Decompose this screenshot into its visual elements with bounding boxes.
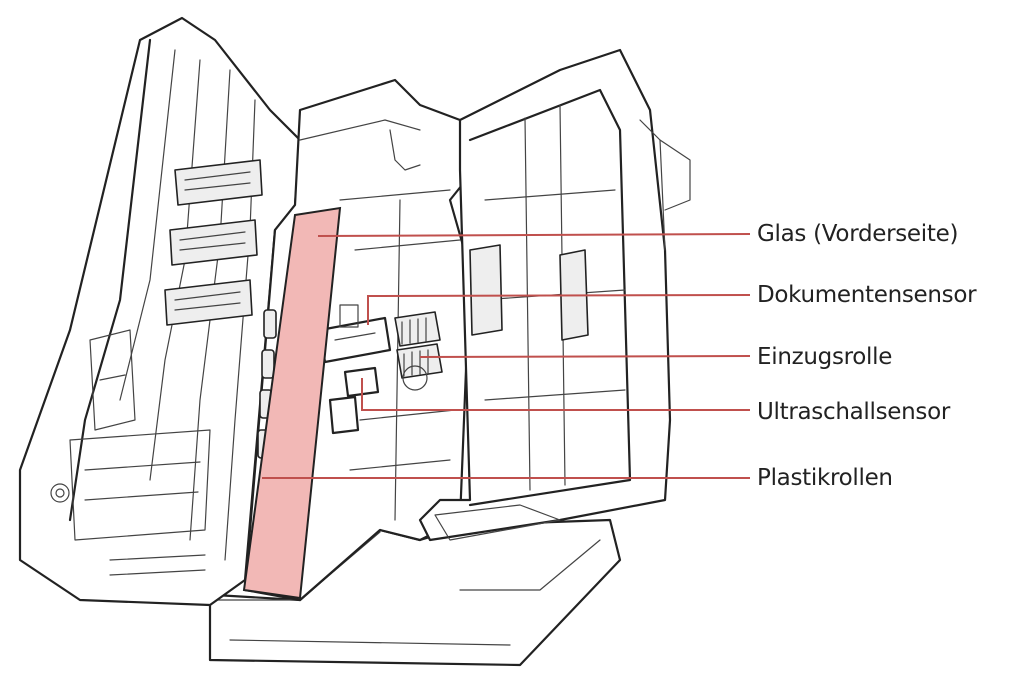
callout-label-plastikrollen: Plastikrollen bbox=[757, 464, 893, 492]
callout-label-einzugsrolle: Einzugsrolle bbox=[757, 343, 892, 371]
callout-label-dokumentensensor: Dokumentensensor bbox=[757, 281, 976, 309]
callout-label-glas: Glas (Vorderseite) bbox=[757, 220, 958, 248]
callout-label-ultraschallsensor: Ultraschallsensor bbox=[757, 398, 950, 426]
cover-rollers bbox=[165, 160, 262, 325]
leader-line-einzugsrolle bbox=[420, 356, 750, 357]
